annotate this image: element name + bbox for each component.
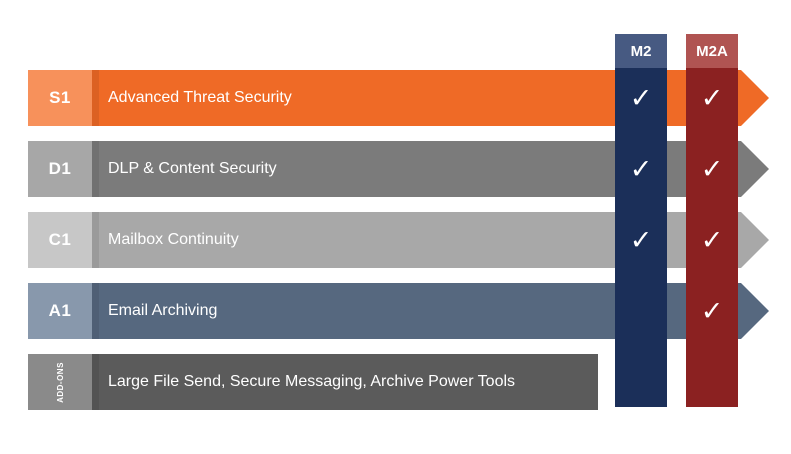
row-code: C1 xyxy=(48,230,72,249)
check-icon: ✓ xyxy=(629,153,653,184)
column-header-m2: M2 xyxy=(615,34,667,68)
column-header-m2a: M2A xyxy=(686,34,738,68)
row-code: A1 xyxy=(48,301,72,320)
row-code: ADD-ONS xyxy=(55,361,65,403)
row-label: Email Archiving xyxy=(108,302,218,319)
tab-shadow xyxy=(92,70,99,126)
tab-shadow xyxy=(92,212,99,268)
check-icon: ✓ xyxy=(700,224,724,255)
column-label: M2A xyxy=(696,42,728,60)
row-label: Large File Send, Secure Messaging, Archi… xyxy=(108,373,516,390)
row-add-ons: ADD-ONS Large File Send, Secure Messagin… xyxy=(28,354,598,410)
row-label: DLP & Content Security xyxy=(108,160,277,177)
check-icon: ✓ xyxy=(700,295,724,326)
tab-shadow xyxy=(92,141,99,197)
row-code-tab: A1 xyxy=(28,283,92,339)
tab-shadow xyxy=(92,354,99,410)
tab-shadow xyxy=(92,283,99,339)
row-code-tab: C1 xyxy=(28,212,92,268)
row-band xyxy=(28,354,598,410)
row-label: Mailbox Continuity xyxy=(108,231,239,248)
row-code: D1 xyxy=(48,159,72,178)
row-code-tab: S1 xyxy=(28,70,92,126)
row-code-tab: D1 xyxy=(28,141,92,197)
column-label: M2 xyxy=(630,42,652,60)
row-label: Advanced Threat Security xyxy=(108,89,292,106)
check-icon: ✓ xyxy=(629,224,653,255)
column-m2a xyxy=(686,34,738,407)
check-icon: ✓ xyxy=(700,153,724,184)
row-code: S1 xyxy=(49,88,71,107)
column-m2 xyxy=(615,34,667,407)
check-icon: ✓ xyxy=(629,82,653,113)
check-icon: ✓ xyxy=(700,82,724,113)
row-code-tab: ADD-ONS xyxy=(28,354,92,410)
